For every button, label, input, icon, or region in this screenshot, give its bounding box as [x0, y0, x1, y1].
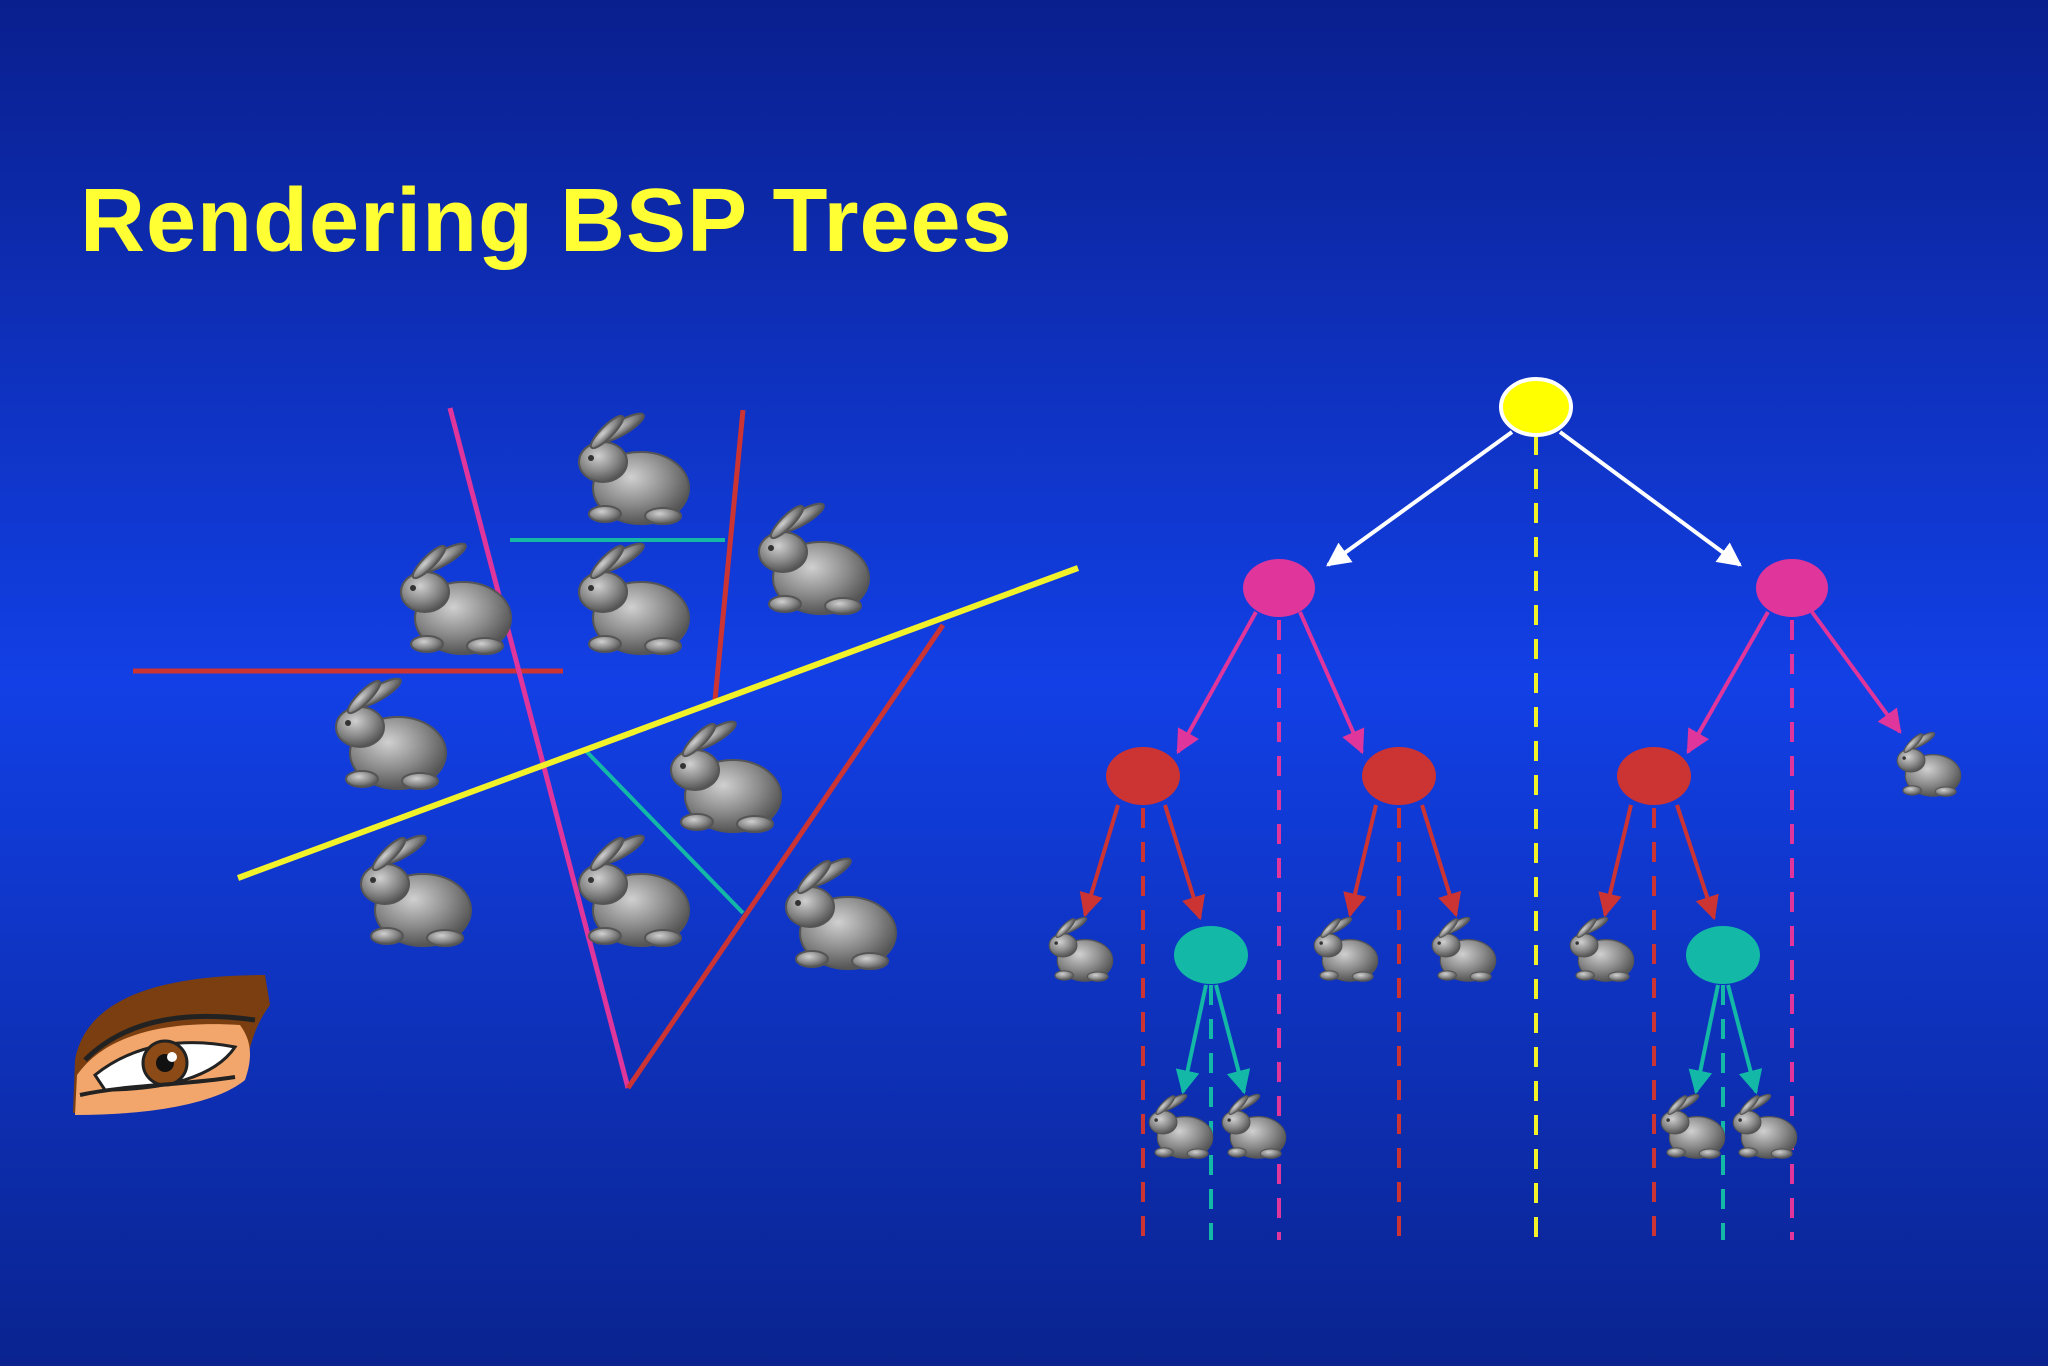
arrow-magenta-r-right [1810, 610, 1902, 734]
leaf-bunny-icon [1732, 1092, 1798, 1159]
red-node-1 [1106, 747, 1180, 805]
bunny-icon [335, 675, 447, 790]
partition-line-red-v-right [625, 623, 946, 1090]
arrow-red3-left [1598, 804, 1633, 918]
tree-arrows [1079, 430, 1902, 1095]
eye-icon [73, 975, 270, 1115]
arrow-red1-right [1163, 804, 1206, 921]
leaf-bunny-icon [1148, 1092, 1214, 1159]
bsp-tree [1048, 377, 1962, 1240]
root-node [1499, 377, 1573, 437]
bunny-icon [670, 718, 782, 833]
arrow-red2-right [1420, 804, 1462, 918]
teal-node-left [1174, 926, 1248, 984]
arrow-magenta-l-right [1298, 611, 1365, 755]
red-node-3 [1617, 747, 1691, 805]
arrow-magenta-r-left [1686, 611, 1770, 755]
partition-lines [133, 407, 1080, 1090]
magenta-node-left [1243, 559, 1315, 617]
teal-node-right [1686, 926, 1760, 984]
red-node-2 [1362, 747, 1436, 805]
arrow-red1-left [1079, 804, 1120, 918]
leaf-bunny-icon [1313, 915, 1379, 982]
arrow-teal2-left [1688, 984, 1720, 1095]
partition-bunnies [335, 410, 897, 970]
arrow-teal2-right [1726, 984, 1763, 1095]
leaf-bunny-icon [1048, 915, 1114, 982]
arrow-teal1-right [1214, 984, 1251, 1095]
bunny-icon [400, 540, 512, 655]
leaf-bunny-icon [1896, 730, 1962, 797]
slide-title: Rendering BSP Trees [80, 171, 1013, 271]
tree-nodes [1106, 377, 1828, 984]
partition-line-red-vertical [712, 409, 746, 701]
bunny-icon [578, 832, 690, 947]
arrow-teal1-left [1175, 984, 1208, 1095]
arrow-root-right [1558, 430, 1742, 567]
arrow-red2-left [1343, 804, 1378, 918]
bunny-icon [578, 540, 690, 655]
partition-line-yellow-main [236, 565, 1080, 881]
leaf-bunny-icon [1569, 915, 1635, 982]
arrow-magenta-l-left [1176, 611, 1258, 755]
bunny-icon [578, 410, 690, 525]
magenta-node-right [1756, 559, 1828, 617]
arrow-root-left [1326, 430, 1514, 567]
partition-line-teal-lower [583, 748, 745, 915]
leaf-bunny-icon [1660, 1092, 1726, 1159]
bunny-icon [758, 500, 870, 615]
leaf-bunny-icon [1221, 1092, 1287, 1159]
bunny-icon [785, 855, 897, 970]
arrow-red3-right [1675, 804, 1719, 921]
bunny-icon [360, 832, 472, 947]
partition-line-magenta-diagonal [447, 407, 631, 1089]
leaf-bunny-icon [1431, 915, 1497, 982]
